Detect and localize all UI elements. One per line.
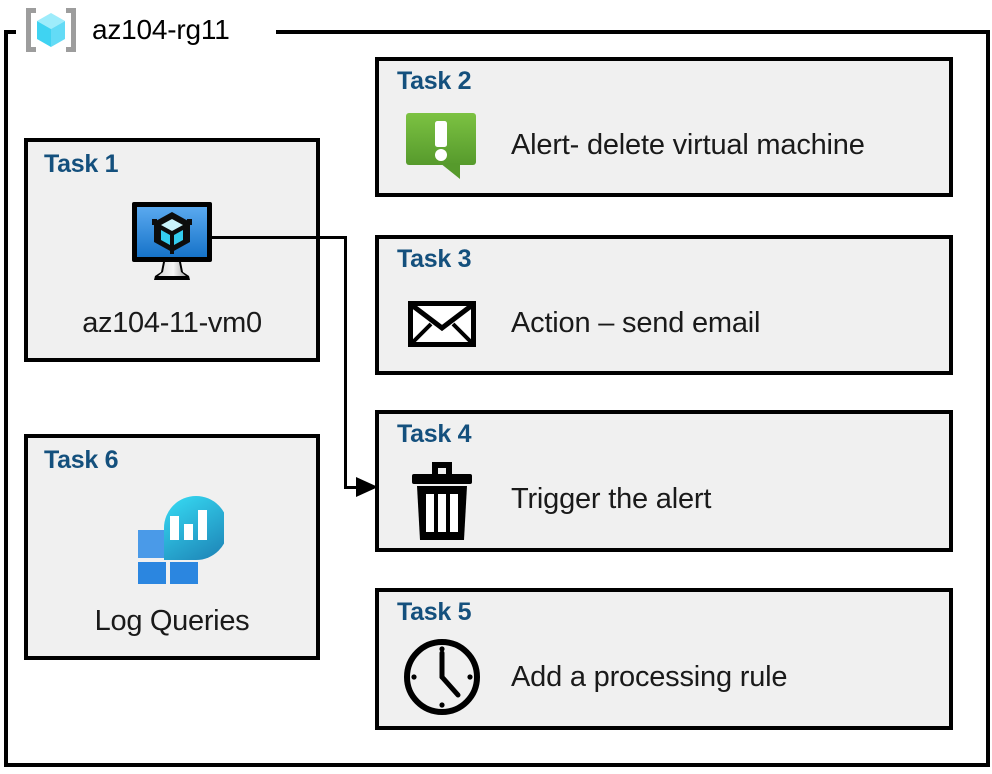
log-analytics-icon	[28, 494, 316, 584]
connector-vm-to-trigger-segment-1	[207, 236, 347, 239]
task1-label: Task 1	[44, 150, 119, 178]
task5-label: Task 5	[397, 598, 472, 626]
task3-content: Action – send email	[399, 279, 939, 367]
alert-bubble-icon	[399, 102, 485, 188]
task-box-task5[interactable]: Task 5 Add a processing rule	[375, 588, 953, 730]
task-box-task6[interactable]: Task 6 Log Queri	[24, 434, 320, 660]
resource-group-frame-bottom	[4, 763, 990, 767]
task-box-task1[interactable]: Task 1	[24, 138, 320, 362]
resource-group-header: az104-rg11	[16, 2, 236, 58]
task5-content: Add a processing rule	[399, 632, 939, 722]
resource-group-frame-left	[4, 30, 8, 767]
resource-group-name: az104-rg11	[92, 14, 230, 45]
task5-caption: Add a processing rule	[511, 660, 788, 693]
task4-content: Trigger the alert	[399, 454, 939, 544]
task3-label: Task 3	[397, 245, 472, 273]
task2-content: Alert- delete virtual machine	[399, 101, 939, 189]
resource-group-frame-top	[276, 30, 990, 34]
task2-caption: Alert- delete virtual machine	[511, 128, 865, 161]
connector-vm-to-trigger-segment-2	[344, 236, 347, 488]
resource-group-frame-top-stub	[4, 30, 18, 34]
clock-icon	[399, 634, 485, 720]
task6-caption: Log Queries	[94, 605, 250, 637]
task4-label: Task 4	[397, 420, 472, 448]
task1-caption: az104-11-vm0	[82, 307, 262, 339]
task2-label: Task 2	[397, 67, 472, 95]
resource-group-cube-icon	[20, 4, 82, 56]
task-box-task4[interactable]: Task 4 Trigger the alert	[375, 410, 953, 552]
task6-label: Task 6	[44, 446, 119, 474]
virtual-machine-icon	[28, 198, 316, 282]
resource-group-frame-right	[986, 30, 990, 767]
trash-can-icon	[399, 456, 485, 542]
envelope-icon	[399, 280, 485, 366]
task-box-task2[interactable]: Task 2 Alert- delete virtual machin	[375, 57, 953, 197]
task-box-task3[interactable]: Task 3 Action – send email	[375, 235, 953, 375]
task3-caption: Action – send email	[511, 306, 761, 339]
arrowhead-right-icon	[356, 477, 378, 497]
task4-caption: Trigger the alert	[511, 482, 712, 515]
